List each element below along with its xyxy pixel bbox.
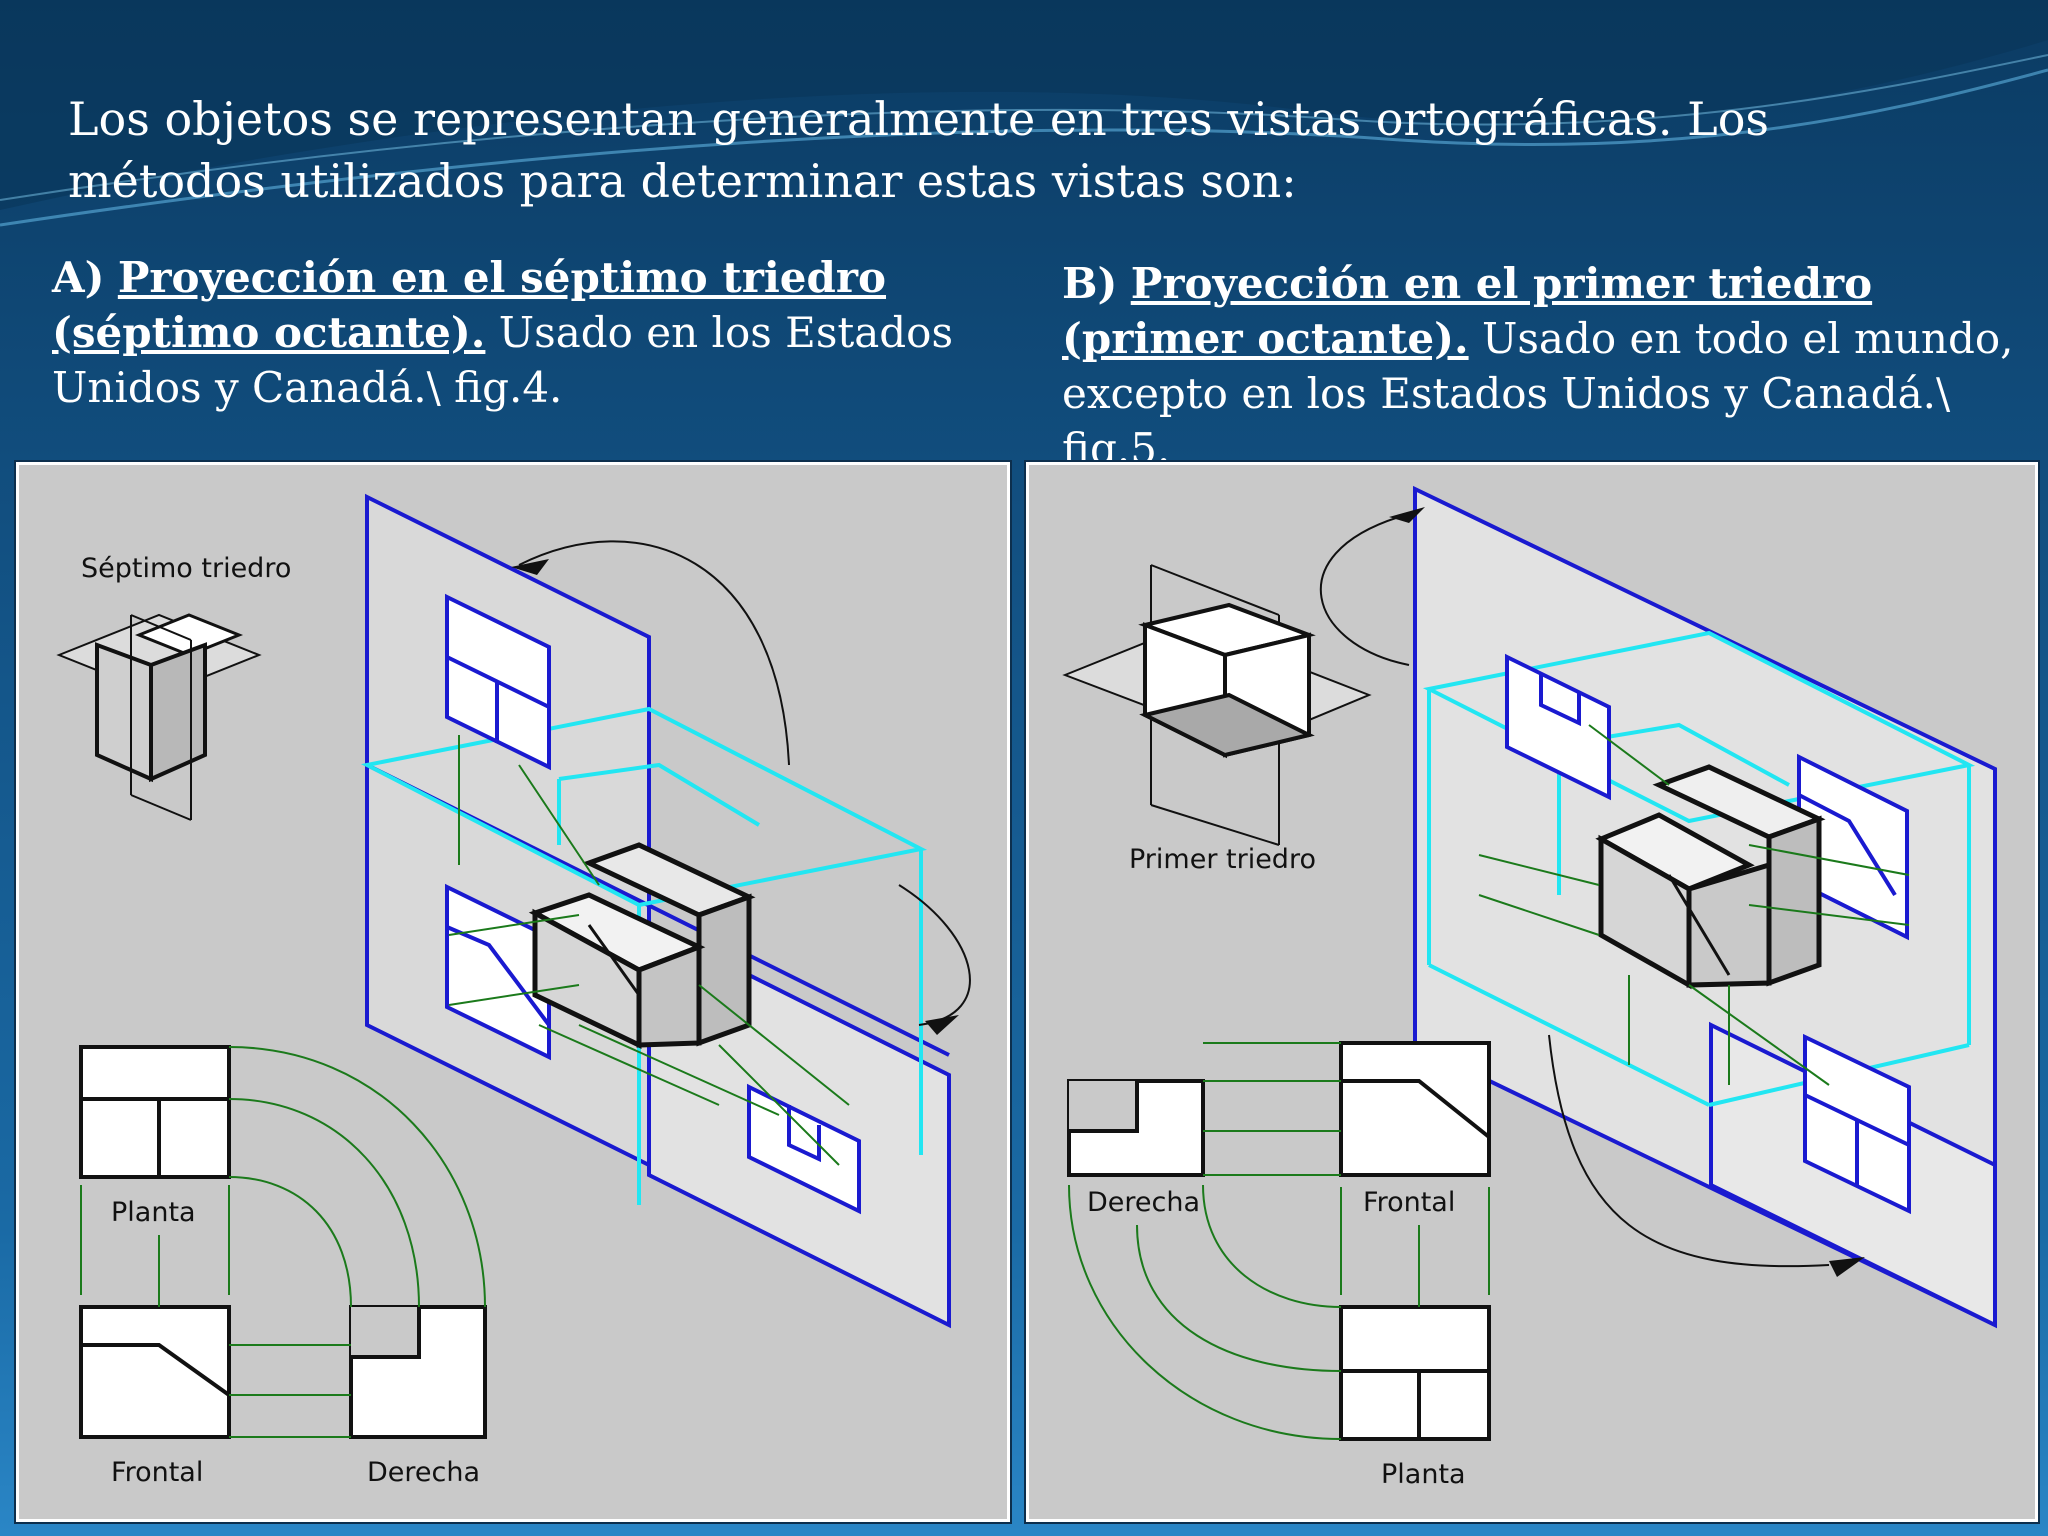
first-octant-icon <box>1062 564 1372 846</box>
section-b-text: B) Proyección en el primer triedro (prim… <box>1062 256 2022 476</box>
section-a-title: Proyección en el séptimo triedro (séptim… <box>52 253 887 357</box>
fig5-left-view <box>1505 653 1611 801</box>
section-b-lead: B) <box>1062 259 1118 308</box>
fig5-ortho-front <box>1339 1041 1491 1177</box>
fig5-ortho-plan <box>1339 1305 1491 1441</box>
fig4-vertical-plane <box>365 493 651 1169</box>
fig4-object <box>528 842 756 1049</box>
fig4-ortho-right <box>349 1305 487 1439</box>
fig5-object <box>1595 764 1826 990</box>
fig4-derecha-label: Derecha <box>367 1457 480 1488</box>
fig5-triedro-label: Primer triedro <box>1129 844 1316 875</box>
fig4-frontal-label: Frontal <box>111 1457 203 1488</box>
section-a-desc: Usado en los Estados Unidos y Canadá.\ f… <box>52 308 954 412</box>
fig4-plan-view <box>445 593 551 771</box>
figure-4-panel: Séptimo triedro <box>16 462 1010 1522</box>
fig5-front-view <box>1797 753 1909 941</box>
fig4-rotation-arrow-top <box>518 540 790 766</box>
figure-4-diagram: Séptimo triedro <box>56 493 971 1488</box>
fig4-ortho-connectors <box>80 1046 486 1438</box>
fig4-rotation-arrow-right <box>898 884 971 1026</box>
section-b-desc: Usado en todo el mundo, excepto en los E… <box>1062 314 2014 473</box>
fig4-ortho-plan <box>79 1045 231 1179</box>
fig5-planta-label: Planta <box>1381 1459 1466 1490</box>
fig5-ortho-connectors <box>1068 1042 1490 1440</box>
fig5-derecha-label: Derecha <box>1087 1187 1200 1218</box>
intro-text: Los objetos se representan generalmente … <box>68 92 1770 208</box>
section-a-lead: A) <box>52 253 105 302</box>
fig5-ortho-right <box>1067 1079 1205 1177</box>
section-b-title: Proyección en el primer triedro (primer … <box>1062 259 1873 363</box>
section-a-text: A) Proyección en el séptimo triedro (sép… <box>52 250 1042 415</box>
fig4-ortho-front <box>79 1305 231 1439</box>
fig5-rotation-arrow-bottom <box>1548 1034 1830 1268</box>
seventh-octant-icon <box>56 613 262 821</box>
fig5-projector-lines <box>1478 724 1910 1086</box>
fig4-projector-lines <box>448 735 850 1166</box>
fig4-right-view <box>747 1083 861 1215</box>
fig4-planta-label: Planta <box>111 1197 196 1228</box>
figure-5-diagram: Primer triedro <box>1062 485 1997 1490</box>
fig5-plan-view <box>1803 1033 1911 1215</box>
figure-5-panel: Primer triedro <box>1026 462 2038 1522</box>
fig5-frontal-label: Frontal <box>1363 1187 1455 1218</box>
fig4-triedro-label: Séptimo triedro <box>81 553 291 584</box>
fig5-rotation-arrow-top <box>1319 516 1410 666</box>
